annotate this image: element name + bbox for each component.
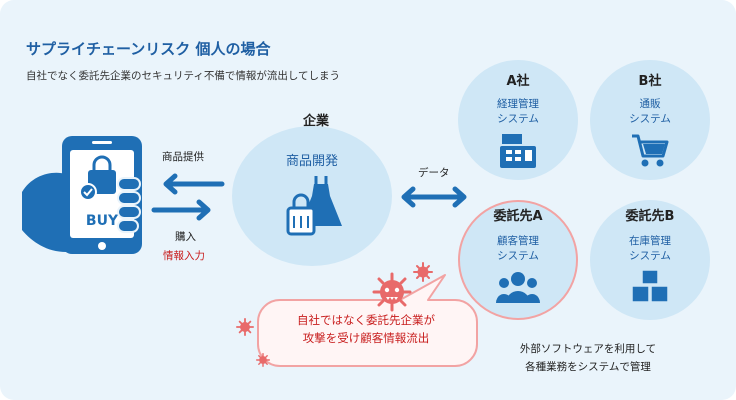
contractor-b-circle [590,200,710,320]
callout-line1: 自社ではなく委託先企業が [297,313,435,327]
company-a-line1: 経理管理 [497,98,539,110]
hand-phone-illustration: BUY [22,136,142,254]
cash-register-icon [500,134,536,168]
dress-shopping-icon [286,176,342,236]
contractor-b-line1: 在庫管理 [629,235,671,247]
hand-shape [22,172,141,252]
inventory-boxes-icon [631,269,669,303]
buy-label: BUY [86,213,119,229]
flow-top-label: 商品提供 [162,151,204,163]
virus-icon-small-3 [256,353,270,367]
leak-callout-bubble [257,274,478,367]
contractor-b-line2: システム [629,250,671,262]
phone-home-button [98,242,106,250]
shopping-cart-icon [632,134,669,167]
diagram-subtitle: 自社でなく委託先企業のセキュリティ不備で情報が流出してしまう [26,70,341,82]
virus-monster-icon [372,272,412,312]
company-b-circle [590,60,710,180]
company-heading: 企業 [302,114,329,129]
company-a-line2: システム [497,113,539,125]
arrow-right [151,199,211,221]
diagram-title: サプライチェーンリスク 個人の場合 [26,40,271,58]
virus-icon-small-2 [236,318,254,336]
company-b-line1: 通販 [639,98,661,110]
contractor-a-line2: システム [497,250,539,262]
footnote-line2: 各種業務をシステムで管理 [525,361,651,373]
flow-bottom-label-2: 情報入力 [163,250,205,262]
users-group-icon [496,272,540,303]
flow-arrows [151,173,225,221]
footnote-line1: 外部ソフトウェアを利用して [519,343,657,355]
virus-icon-small-1 [413,262,433,282]
contractor-a-line1: 顧客管理 [497,235,539,247]
phone-speaker [92,141,112,144]
flow-bottom-label-1: 購入 [175,231,196,243]
company-b-line2: システム [629,113,671,125]
callout-line2: 攻撃を受け顧客情報流出 [302,331,430,345]
contractor-a-heading: 委託先A [493,209,543,224]
check-badge-icon [79,183,97,201]
arrow-left [163,173,225,195]
data-label: データ [418,167,450,179]
company-b-heading: B社 [638,74,662,89]
company-label: 商品開発 [285,154,338,169]
company-a-heading: A社 [506,74,530,89]
data-arrow [401,186,467,208]
contractor-b-heading: 委託先B [625,209,675,224]
